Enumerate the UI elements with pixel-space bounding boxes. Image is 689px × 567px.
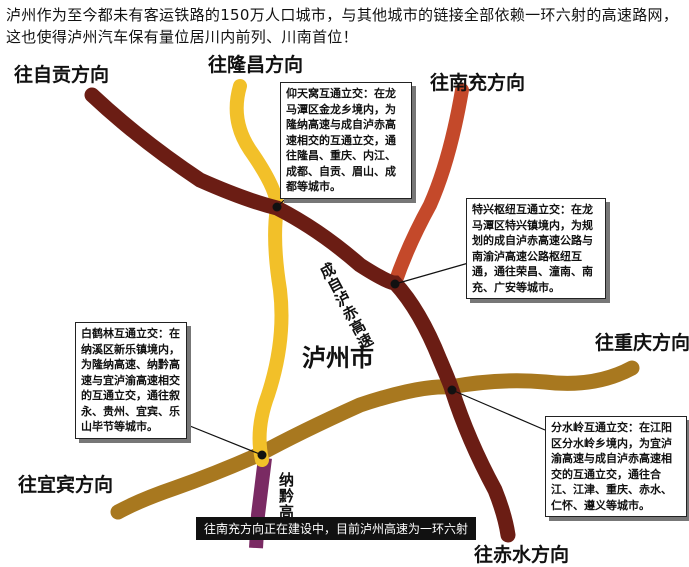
city-label-luzhou: 泸州市 — [302, 344, 374, 372]
intro-text: 泸州作为至今都未有客运铁路的150万人口城市，与其他城市的链接全部依赖一环六射的… — [6, 6, 679, 46]
callout-texing: 特兴枢纽互通立交：在龙马潭区特兴镇境内，为规划的成自泸赤高速公路与南渝泸高速公路… — [466, 198, 606, 299]
direction-nanchong: 往南充方向 — [430, 72, 526, 94]
callout-yangtianwo: 仰天窝互通立交：在龙马潭区金龙乡境内，为隆纳高速与成自泸赤高速相交的互通立交，通… — [280, 82, 412, 199]
node-fenshuiling — [447, 385, 457, 395]
caption-banner: 往南充方向正在建设中，目前泸州高速为一环六射 — [196, 517, 477, 540]
leader-texing — [394, 261, 473, 285]
callout-fenshuiling: 分水岭互通立交：在江阳区分水岭乡境内，为宜泸渝高速与成自泸赤高速相交的互通立交，… — [545, 416, 687, 517]
road-longna — [229, 79, 289, 467]
leader-fenshuiling — [451, 389, 546, 431]
leader-baihelin — [174, 419, 263, 456]
road-yiluyu — [110, 360, 640, 520]
direction-chongqing: 往重庆方向 — [595, 332, 689, 354]
node-texing — [390, 279, 400, 289]
direction-chishui: 往赤水方向 — [474, 544, 570, 566]
node-baihelin — [257, 450, 267, 460]
callout-baihelin: 白鹤林互通立交：在纳溪区新乐镇境内，为隆纳高速、纳黔高速与宜泸渝高速相交的互通立… — [75, 322, 187, 439]
direction-zigong: 往自贡方向 — [14, 64, 110, 86]
road-nanchong — [388, 83, 469, 290]
node-yangtianwo — [272, 202, 282, 212]
direction-longchang: 往隆昌方向 — [208, 54, 304, 76]
direction-yibin: 往宜宾方向 — [18, 474, 114, 496]
